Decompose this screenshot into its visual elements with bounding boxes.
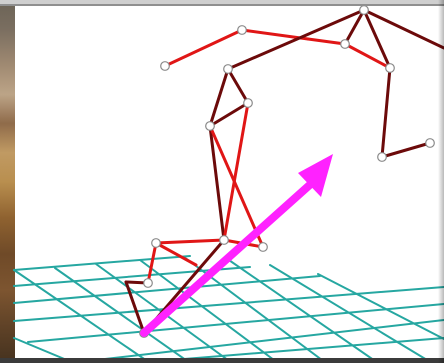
top-frame-border — [0, 0, 444, 6]
grid-line-7 — [14, 270, 150, 363]
joint-7 — [206, 122, 215, 131]
joint-4 — [386, 64, 395, 73]
joint-11 — [144, 279, 153, 288]
ground-grid — [14, 256, 444, 363]
joint-13 — [378, 153, 387, 162]
bone-19 — [156, 243, 196, 265]
grid-line-13 — [270, 265, 432, 363]
bone-15 — [224, 103, 248, 240]
joint-14 — [426, 139, 435, 148]
bone-17 — [156, 240, 224, 243]
joint-9 — [259, 243, 268, 252]
bone-18 — [148, 243, 156, 283]
bone-8 — [382, 68, 390, 157]
joint-2 — [341, 40, 350, 49]
joint-10 — [152, 239, 161, 248]
joint-3 — [360, 6, 369, 15]
bone-2 — [308, 39, 345, 44]
joint-6 — [244, 99, 253, 108]
bone-6 — [364, 10, 390, 68]
bone-10 — [228, 69, 248, 103]
grid-line-3 — [14, 287, 444, 321]
bottom-frame-border — [0, 358, 444, 363]
right-edge-shadow — [438, 0, 444, 363]
joint-1 — [238, 26, 247, 35]
bone-0 — [165, 30, 242, 66]
grid-line-12 — [226, 258, 378, 363]
grid-line-5 — [70, 320, 444, 363]
bone-9 — [382, 143, 430, 157]
joint-5 — [224, 65, 233, 74]
joint-0 — [161, 62, 170, 71]
bone-7 — [364, 10, 444, 48]
joint-8 — [220, 236, 229, 245]
